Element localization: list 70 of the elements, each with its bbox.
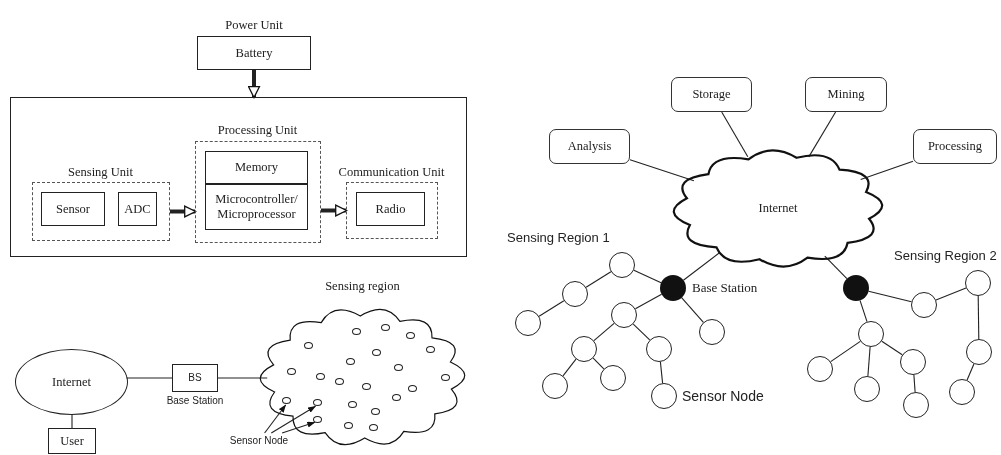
connector-line [217, 377, 268, 379]
node-label: Mining [827, 87, 865, 102]
base-station-dot [843, 275, 869, 301]
outer-frame [10, 97, 467, 257]
block-box [205, 151, 308, 184]
connector-line [913, 374, 916, 393]
connector-line [125, 377, 173, 379]
connector-line [538, 300, 565, 317]
region-label: Sensing Region 1 [507, 230, 610, 245]
node-label: User [60, 433, 84, 449]
rounded-box [671, 77, 752, 112]
rounded-box [913, 129, 997, 164]
block-arrow [321, 204, 348, 217]
node-caption: Base Station [166, 395, 224, 406]
connector-line [860, 160, 914, 181]
node-label: Memory [234, 160, 279, 175]
connector-line [562, 358, 577, 377]
group-heading: Sensing region [325, 279, 400, 294]
connector-line [592, 357, 605, 370]
connector-line [935, 287, 967, 301]
connector-line [632, 323, 651, 341]
connector-line [868, 290, 912, 303]
block-arrow [170, 205, 197, 218]
block-box [41, 192, 105, 226]
node-label: BS [188, 372, 202, 384]
node-caption: Base Station [692, 280, 758, 296]
connector-line [966, 363, 975, 381]
connector-line [977, 295, 980, 340]
connector-line [721, 111, 749, 158]
node-label: Sensor [56, 201, 90, 217]
connector-line [682, 251, 721, 281]
connector-line [867, 346, 871, 377]
rounded-box [549, 129, 630, 164]
group-heading: Sensing Unit [68, 164, 133, 180]
connector-line [634, 293, 663, 310]
node-label: Processing [927, 139, 983, 154]
node-label: Battery [235, 45, 273, 61]
node-label: ADC [124, 201, 151, 217]
node-label: Microcontroller/ Microprocessor [214, 192, 299, 222]
node-label: Internet [758, 201, 798, 216]
connector-line [681, 297, 704, 323]
node-label: Internet [52, 374, 91, 390]
connector-line [71, 413, 73, 429]
connector-line [830, 340, 861, 363]
block-arrow [247, 70, 261, 99]
node-label: Storage [692, 87, 731, 102]
node-label: Radio [375, 201, 406, 217]
leader-arrow [281, 421, 316, 434]
connector-line [629, 159, 695, 182]
connector-line [593, 322, 615, 342]
connector-line [659, 361, 664, 384]
group-heading: Power Unit [225, 18, 283, 33]
region-label: Sensing Region 2 [894, 248, 997, 263]
node-label: Analysis [567, 139, 612, 154]
connector-line [859, 299, 868, 323]
block-box [118, 192, 157, 226]
connector-line [881, 340, 903, 356]
group-heading: Processing Unit [217, 122, 298, 138]
group-heading: Communication Unit [338, 164, 445, 180]
leader-arrow [270, 405, 317, 434]
block-box [48, 428, 96, 454]
rounded-box [805, 77, 887, 112]
connector-line [633, 269, 662, 284]
block-box [356, 192, 425, 226]
connector-line [585, 271, 612, 288]
connector-line [824, 255, 848, 280]
leader-arrow [264, 404, 287, 434]
block-box [205, 184, 308, 230]
node-label: Sensor Node [229, 434, 289, 447]
node-caption: Sensor Node [682, 388, 764, 404]
